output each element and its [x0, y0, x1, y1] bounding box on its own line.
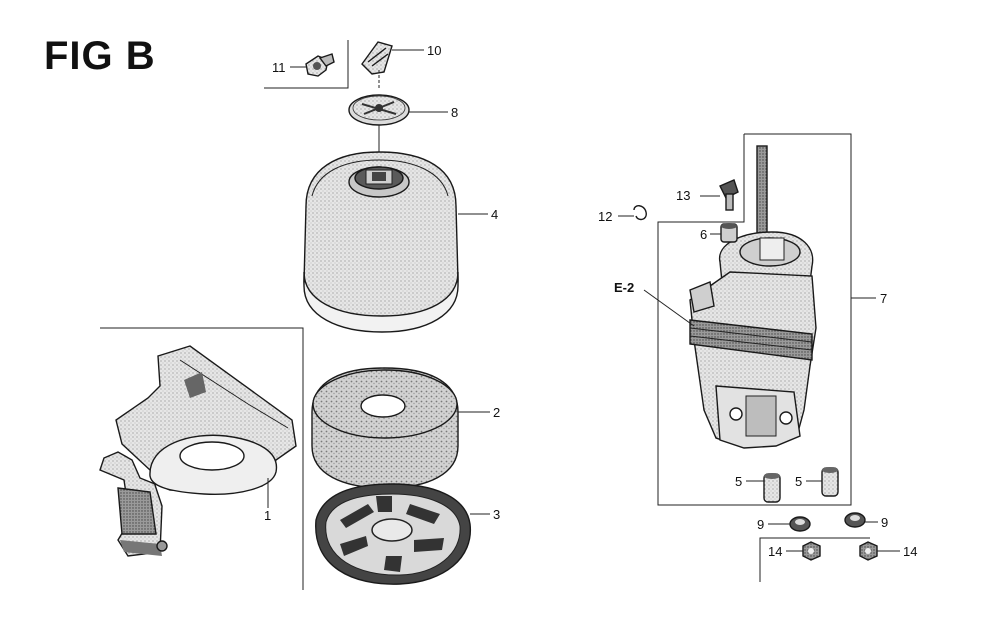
callout-7: 7 [880, 291, 887, 306]
callout-4: 4 [491, 207, 498, 222]
callout-6: 6 [700, 227, 707, 242]
figure-title: FIG B [44, 34, 156, 78]
callout-12: 12 [598, 209, 612, 224]
callout-11: 11 [272, 60, 286, 75]
part-3-element-base [315, 483, 471, 585]
part-8-cover-plate [348, 94, 410, 126]
callout-10: 10 [427, 43, 441, 58]
callout-13: 13 [676, 188, 690, 203]
part-4-air-cleaner-cover [303, 151, 459, 333]
callout-9-left: 9 [757, 517, 764, 532]
part-1-air-cleaner-base [99, 345, 297, 557]
callout-8: 8 [451, 105, 458, 120]
callout-5-right: 5 [795, 474, 802, 489]
callout-14-right: 14 [903, 544, 917, 559]
part-6-collar [720, 223, 738, 243]
part-5-dowel-left [763, 473, 781, 503]
part-11-wing-nut [305, 53, 335, 77]
part-9-nut-right [844, 512, 866, 528]
part-14-nut-right [859, 541, 878, 561]
reference-e2: E-2 [614, 280, 634, 295]
callout-14-left: 14 [768, 544, 782, 559]
part-7-intake-body [689, 145, 817, 449]
part-10-clip [361, 41, 393, 75]
part-9-nut-left [789, 516, 811, 532]
callout-1: 1 [264, 508, 271, 523]
callout-5-left: 5 [735, 474, 742, 489]
callout-2: 2 [493, 405, 500, 420]
leader-lines [267, 49, 900, 552]
part-14-nut-left [802, 541, 821, 561]
part-2-foam-element [311, 367, 459, 489]
part-5-dowel-right [821, 467, 839, 497]
group-bracket-lines [100, 40, 870, 590]
part-13-bolt [719, 179, 739, 211]
callout-3: 3 [493, 507, 500, 522]
callout-9-right: 9 [881, 515, 888, 530]
part-12-clip [633, 205, 647, 221]
